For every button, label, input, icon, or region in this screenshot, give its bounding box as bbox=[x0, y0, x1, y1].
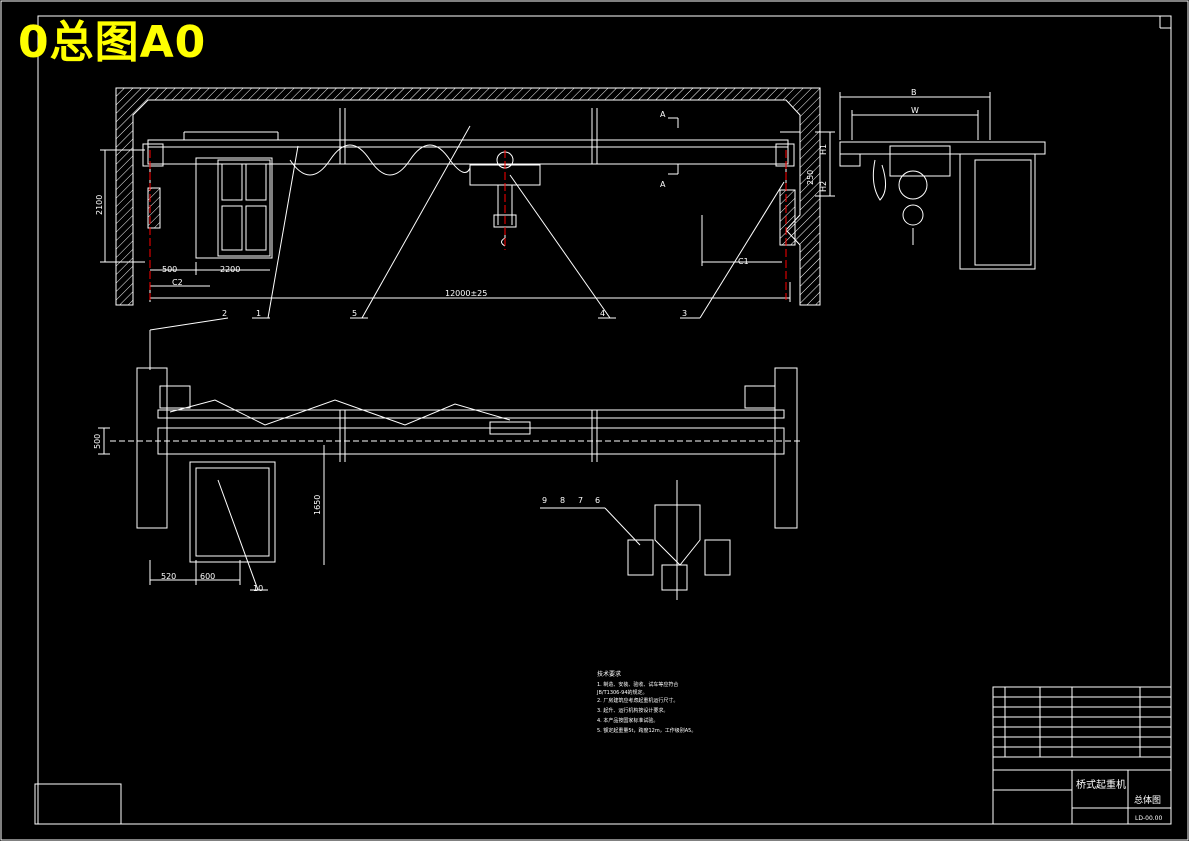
dim-520: 520 bbox=[161, 572, 176, 581]
leader-10: 10 bbox=[253, 584, 263, 593]
notes-line-1: JB/T1306-94的规定。 bbox=[596, 689, 648, 696]
drawing-number: LD-00.00 bbox=[1135, 815, 1162, 822]
leader-5: 5 bbox=[352, 309, 357, 318]
notes-line-4: 4. 本产品按国家标准试验。 bbox=[597, 717, 658, 724]
leader-3: 3 bbox=[682, 309, 687, 318]
technical-notes: 技术要求 1. 制造、安装、验收、试车等应符合 JB/T1306-94的规定。 … bbox=[596, 670, 696, 734]
notes-heading: 技术要求 bbox=[597, 670, 621, 678]
dim-c2: C2 bbox=[172, 278, 183, 287]
dim-h1: H1 bbox=[819, 144, 828, 155]
drawing-title-banner: 0总图A0 bbox=[18, 17, 207, 68]
dim-w: W bbox=[911, 106, 919, 115]
front-elevation-view bbox=[100, 87, 835, 319]
centerlines-red bbox=[149, 150, 787, 300]
notes-line-5: 5. 额定起重量5t，跨度12m，工作级别A5。 bbox=[597, 727, 696, 734]
dimension-labels: 12000±25 2100 500 2200 C2 C1 H1 H2 250 B… bbox=[93, 88, 919, 581]
dim-500-plan: 500 bbox=[93, 434, 102, 449]
dim-600: 600 bbox=[200, 572, 215, 581]
leader-6: 6 bbox=[595, 496, 600, 505]
leader-4: 4 bbox=[600, 309, 605, 318]
section-label-bottom: A bbox=[660, 180, 666, 189]
section-label-top: A bbox=[660, 110, 666, 119]
dim-c1: C1 bbox=[738, 257, 749, 266]
notes-line-2: 2. 厂房建筑应考虑起重机运行尺寸。 bbox=[597, 697, 678, 704]
leader-9: 9 bbox=[542, 496, 547, 505]
section-a-a-view bbox=[540, 480, 731, 600]
leader-7: 7 bbox=[578, 496, 583, 505]
plan-view bbox=[98, 317, 800, 591]
product-name: 桥式起重机 bbox=[1076, 778, 1126, 791]
leader-numbers: 1 2 3 4 5 6 7 8 9 10 bbox=[222, 309, 687, 593]
dim-span: 12000±25 bbox=[445, 289, 487, 298]
leader-1: 1 bbox=[256, 309, 261, 318]
notes-line-3: 3. 起升、运行机构按设计要求。 bbox=[597, 707, 668, 714]
title-block bbox=[34, 686, 1172, 825]
side-elevation-view bbox=[839, 92, 1046, 270]
leader-8: 8 bbox=[560, 496, 565, 505]
dim-2200: 2200 bbox=[220, 265, 240, 274]
dim-h2: H2 bbox=[819, 181, 828, 192]
leader-2: 2 bbox=[222, 309, 227, 318]
dim-b: B bbox=[911, 88, 917, 97]
drawing-name: 总体图 bbox=[1134, 794, 1161, 806]
dim-height-left: 2100 bbox=[95, 195, 104, 215]
notes-line-0: 1. 制造、安装、验收、试车等应符合 bbox=[597, 681, 678, 688]
dim-500: 500 bbox=[162, 265, 177, 274]
dim-1650: 1650 bbox=[313, 495, 322, 515]
dim-250: 250 bbox=[806, 170, 815, 185]
